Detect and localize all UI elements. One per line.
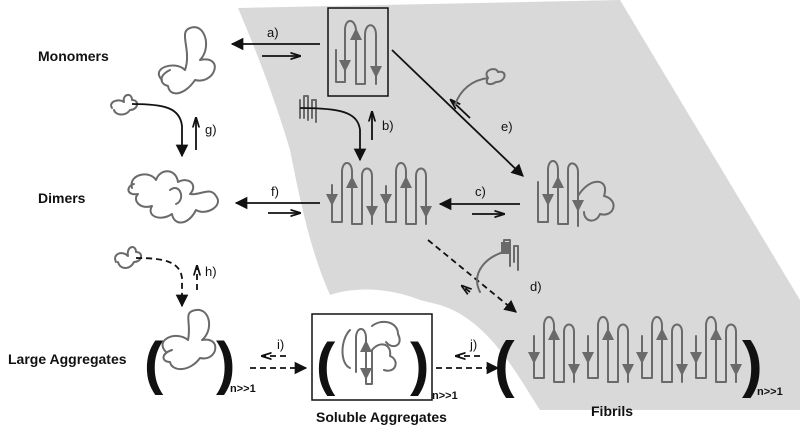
arrow-g-down xyxy=(131,103,189,158)
soluble-aggregate-coil xyxy=(341,320,401,385)
paren-right: ) xyxy=(410,332,429,397)
dimer-coil xyxy=(127,170,219,224)
step-i-label: i) xyxy=(277,337,284,352)
strand-arrowhead xyxy=(360,340,372,352)
step-h-label: h) xyxy=(205,264,217,279)
fibrils-label: Fibrils xyxy=(591,403,633,419)
arrow-h-down xyxy=(135,257,189,308)
arrow-e-forward xyxy=(391,49,524,177)
small-monomer-h xyxy=(114,246,142,269)
soluble-aggregates-label: Soluble Aggregates xyxy=(316,409,447,425)
monomers-label: Monomers xyxy=(38,48,109,64)
strand-arrowhead xyxy=(360,368,372,380)
monomer-coil xyxy=(158,26,216,95)
step-a-label: a) xyxy=(267,25,279,40)
subscript-large: n>>1 xyxy=(230,383,256,395)
soluble-aggregate-box xyxy=(311,313,433,401)
small-monomer-e xyxy=(454,68,506,106)
beta-hairpin xyxy=(335,20,377,85)
arrow-d-reverse xyxy=(462,286,470,292)
subscript-fibrils: n>>1 xyxy=(757,386,783,398)
dimers-label: Dimers xyxy=(38,190,86,206)
paren-left: ( xyxy=(316,332,336,397)
hairpin-with-coil xyxy=(537,160,615,227)
paren-left: ( xyxy=(144,331,164,396)
step-b-label: b) xyxy=(382,118,394,133)
arrow-d-forward xyxy=(427,239,517,313)
beta-sheet-dimer xyxy=(331,162,427,225)
step-e-label: e) xyxy=(501,119,513,134)
paren-right: ) xyxy=(216,331,235,396)
step-c-label: c) xyxy=(475,184,486,199)
arrow-b-down xyxy=(299,107,367,162)
large-aggregates-label: Large Aggregates xyxy=(8,351,127,367)
paren-left: ( xyxy=(494,330,515,399)
step-f-label: f) xyxy=(271,184,279,199)
arrow-e-reverse xyxy=(451,100,471,119)
step-g-label: g) xyxy=(205,122,217,137)
large-aggregate-coil xyxy=(161,308,217,370)
monomer-block xyxy=(501,242,510,254)
paren-right: ) xyxy=(742,330,763,399)
small-monomer-g xyxy=(110,94,138,116)
fibril-pathway-region xyxy=(238,0,800,410)
hairpin-box xyxy=(327,7,389,97)
step-d-label: d) xyxy=(530,279,542,294)
fibril-strands xyxy=(533,316,737,383)
step-j-label: j) xyxy=(469,337,477,352)
subscript-soluble: n>>1 xyxy=(432,390,458,402)
